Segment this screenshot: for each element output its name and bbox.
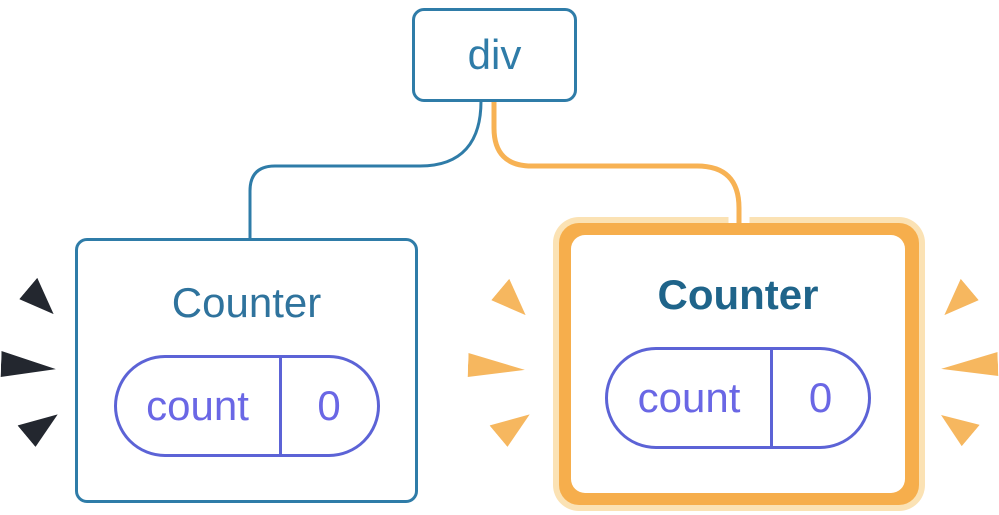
root-node-label: div xyxy=(467,31,522,78)
tree-connector-left xyxy=(248,100,483,242)
counter-node-right: Counter count 0 xyxy=(571,235,905,493)
sparkle-icon xyxy=(19,278,65,323)
state-value-left: 0 xyxy=(278,358,377,454)
state-key-right: count xyxy=(637,374,741,421)
tree-connector-right-core xyxy=(491,101,742,231)
state-key-left: count xyxy=(146,382,249,429)
sparkle-icon xyxy=(489,401,536,447)
sparkle-icon xyxy=(491,279,537,324)
state-value-right: 0 xyxy=(770,350,868,446)
state-pill-left: count 0 xyxy=(113,355,380,457)
root-node-div: div xyxy=(412,8,577,102)
sparkle-icon xyxy=(934,402,980,447)
sparkle-icon xyxy=(1,351,57,379)
sparkle-icon xyxy=(17,401,64,447)
counter-title-left: Counter xyxy=(171,279,322,326)
counter-node-left: Counter count 0 xyxy=(75,238,418,503)
tree-connector-right-casing xyxy=(483,101,750,231)
sparkle-icon xyxy=(933,279,979,324)
counter-title-right: Counter xyxy=(657,271,819,318)
state-pill-right: count 0 xyxy=(605,347,871,449)
sparkle-icon xyxy=(941,352,999,378)
sparkle-icon xyxy=(468,353,526,379)
